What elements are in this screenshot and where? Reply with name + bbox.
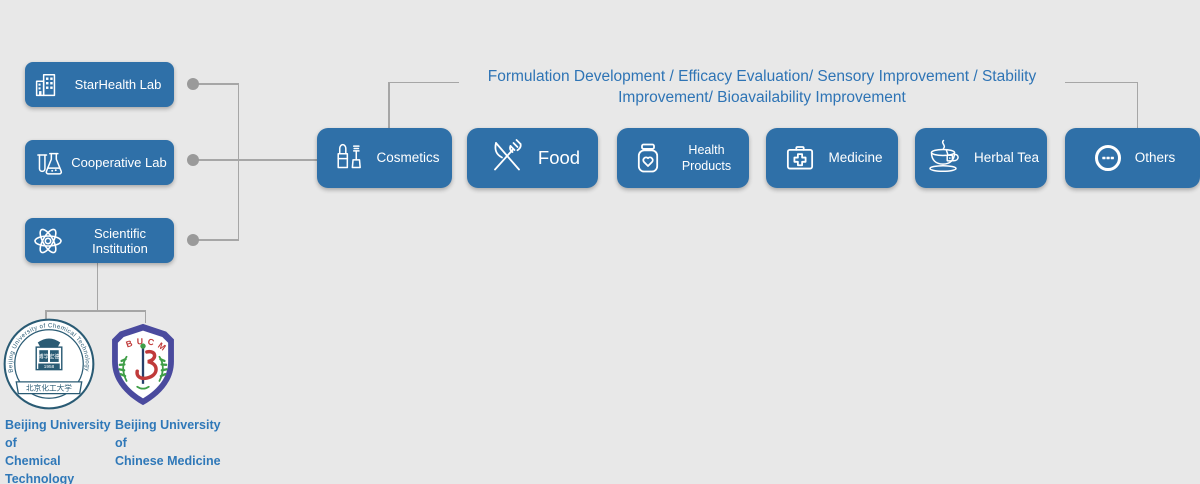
medicine-icon <box>781 139 819 177</box>
connector-line <box>388 81 390 129</box>
node-label: Others <box>1134 150 1176 165</box>
seal-motto-left: 博学 <box>38 352 50 360</box>
connector-dot <box>187 154 199 166</box>
connector-dot <box>187 234 199 246</box>
connector-line <box>96 263 98 310</box>
node-label: Medicine <box>828 150 883 165</box>
connector-line <box>45 310 47 321</box>
atom-icon <box>31 224 65 258</box>
bucm-label: Beijing University of Chinese Medicine <box>115 416 225 470</box>
food-icon <box>485 136 529 180</box>
seal-roof <box>37 338 61 348</box>
connector-line <box>1136 81 1138 131</box>
node-cosmetics: Cosmetics <box>317 128 452 188</box>
node-label: StarHealth Lab <box>74 77 162 92</box>
connector-dot <box>187 78 199 90</box>
connector-line <box>237 83 239 240</box>
buct-label-line1: Beijing University of <box>5 418 111 450</box>
connector-line <box>45 310 146 312</box>
node-label: Cosmetics <box>376 150 440 165</box>
node-label: Scientific Institution <box>92 225 148 256</box>
node-scientific-institution: Scientific Institution <box>25 218 174 263</box>
buct-label-line2: Chemical Technology <box>5 454 75 484</box>
node-others: Others <box>1065 128 1200 188</box>
node-label: Herbal Tea <box>973 150 1040 165</box>
node-health-products: Health Products <box>617 128 749 188</box>
node-label: Health Products <box>681 143 732 173</box>
bucm-shield-logo: BUCM <box>108 321 178 413</box>
herbal-tea-icon <box>923 137 965 179</box>
seal-motto-right: 宏德 <box>49 352 61 360</box>
building-icon <box>31 70 61 100</box>
ellipsis-circle-icon <box>1090 140 1126 176</box>
connector-line <box>237 159 318 161</box>
seal-banner-text: 北京化工大学 <box>26 383 72 393</box>
node-starhealth-lab: StarHealth Lab <box>25 62 174 107</box>
connector-line <box>144 310 146 323</box>
cosmetics-icon <box>329 138 367 178</box>
capability-annotation: Formulation Development / Efficacy Evalu… <box>459 64 1065 112</box>
connector-line <box>193 159 239 161</box>
connector-line <box>193 239 239 241</box>
node-label: Cooperative Lab <box>71 155 167 170</box>
buct-label: Beijing University of Chemical Technolog… <box>5 416 120 484</box>
node-label: Food <box>537 147 581 168</box>
buct-seal-logo: Beijing University of Chemical Technolog… <box>3 318 95 415</box>
seal-year: 1958 <box>44 364 55 369</box>
bucm-label-line2: Chinese Medicine <box>115 454 221 468</box>
node-medicine: Medicine <box>766 128 898 188</box>
connector-line <box>193 83 239 85</box>
node-food: Food <box>467 128 598 188</box>
bucm-label-line1: Beijing University of <box>115 418 221 450</box>
health-products-icon <box>629 139 667 177</box>
node-cooperative-lab: Cooperative Lab <box>25 140 174 185</box>
flask-icon <box>31 147 63 179</box>
node-herbal-tea: Herbal Tea <box>915 128 1047 188</box>
